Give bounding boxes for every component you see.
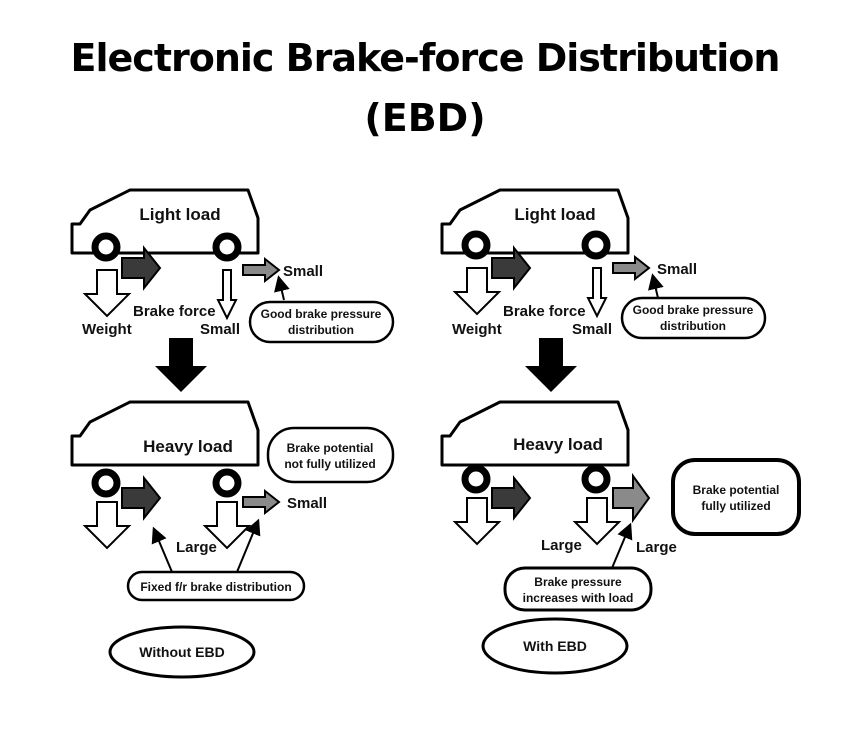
rear-wheel-icon [585,234,607,256]
with-ebd-heavy-load: Heavy load Large Large Brake potential f… [440,400,801,612]
diagram-subtitle: (EBD) [364,96,486,140]
diagram-title: Electronic Brake-force Distribution [70,36,781,80]
callout-box [248,300,395,344]
transition-arrow-icon [525,338,577,392]
callout-line-2: increases with load [523,591,634,605]
load-label: Light load [139,205,220,224]
brake-force-label: Brake force [503,303,586,320]
front-wheel-icon [95,472,117,494]
rear-weight-label: Large [176,539,217,556]
rear-wheel-icon [216,236,238,258]
without-ebd-heavy-load: Heavy load Small Large Brake potential n… [70,400,395,602]
callout-box [266,426,395,484]
caption-with-ebd: With EBD [523,638,587,654]
callout-line-2: distribution [288,323,354,337]
rear-brake-force-arrow-icon [612,256,650,280]
callout-box [503,566,653,612]
front-wheel-icon [95,236,117,258]
rear-force-label: Small [283,263,323,280]
with-ebd-light-load: Light load Small Brake force Weight Smal… [440,188,767,340]
rear-force-label: Large [636,539,677,556]
front-wheel-icon [465,468,487,490]
rear-brake-force-arrow-icon [242,258,280,282]
callout-line-1: Brake potential [693,483,780,497]
callout-line-1: Good brake pressure [261,307,382,321]
caption-without-ebd: Without EBD [139,644,224,660]
rear-force-label: Small [657,261,697,278]
car-body-icon [440,400,630,467]
callout-box [126,570,306,602]
callout-line-2: distribution [660,319,726,333]
load-label: Light load [514,205,595,224]
rear-weight-label: Small [572,321,612,338]
callout-box [620,296,767,340]
caption-ellipse [108,625,256,679]
rear-weight-arrow-icon [217,269,237,319]
callout-line-1: Brake potential [287,441,374,455]
rear-wheel-icon [216,472,238,494]
rear-brake-force-arrow-icon [612,475,650,521]
front-brake-force-arrow-icon [121,477,161,519]
caption-ellipse [481,617,629,675]
rear-weight-label: Small [200,321,240,338]
callout-line-2: fully utilized [701,499,770,513]
callout-line-2: not fully utilized [284,457,375,471]
rear-weight-label: Large [541,537,582,554]
transition-arrow-icon [155,338,207,392]
without-ebd-light-load: Light load Small Brake force Weight Smal… [70,188,395,344]
rear-brake-force-arrow-icon [242,490,280,514]
callout-line-1: Good brake pressure [633,303,754,317]
weight-label: Weight [82,321,132,338]
load-label: Heavy load [513,435,603,454]
callout-box [671,458,801,536]
callout-bottom-text: Fixed f/r brake distribution [140,580,291,594]
rear-force-label: Small [287,495,327,512]
load-label: Heavy load [143,437,233,456]
weight-label: Weight [452,321,502,338]
front-brake-force-arrow-icon [491,477,531,519]
rear-weight-arrow-icon [587,267,607,317]
rear-wheel-icon [585,468,607,490]
front-wheel-icon [465,234,487,256]
brake-force-label: Brake force [133,303,216,320]
callout-line-1: Brake pressure [534,575,622,589]
